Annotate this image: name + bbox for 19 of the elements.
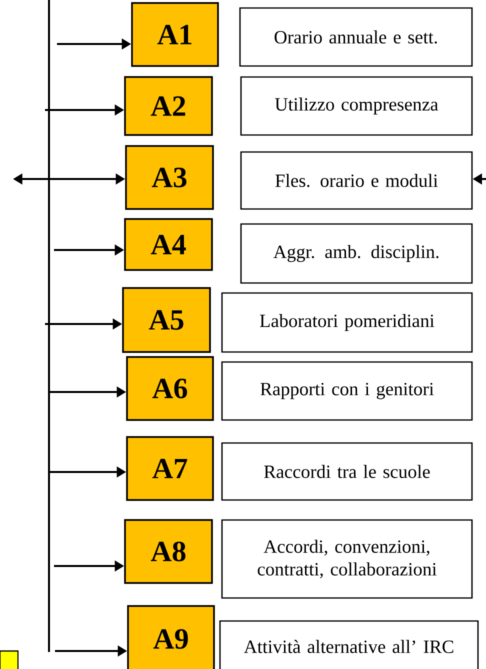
activity-box: Orario annuale e sett.	[239, 7, 473, 67]
activity-box: Utilizzo compresenza	[240, 76, 473, 136]
activity-box: Accordi, convenzioni, contratti, collaborazioni	[221, 519, 473, 599]
code-box: A1	[131, 2, 219, 67]
activity-box: Laboratori pomeridiani	[221, 292, 473, 353]
code-box: A5	[122, 287, 211, 353]
activity-box: Raccordi tra le scuole	[221, 442, 473, 501]
activity-box: Fles. orario e moduli	[240, 151, 473, 210]
code-box: A9	[127, 605, 215, 669]
code-box: A7	[126, 436, 214, 501]
activity-box: Attività alternative all’ IRC	[219, 620, 479, 669]
activity-box: Aggr. amb. disciplin.	[240, 223, 473, 284]
code-box: A4	[124, 218, 213, 271]
code-box: A3	[125, 145, 214, 210]
activity-box: Rapporti con i genitori	[221, 361, 473, 421]
code-box: A2	[124, 76, 213, 136]
code-box: A8	[124, 519, 213, 584]
box	[0, 650, 19, 669]
code-box: A6	[126, 356, 214, 421]
